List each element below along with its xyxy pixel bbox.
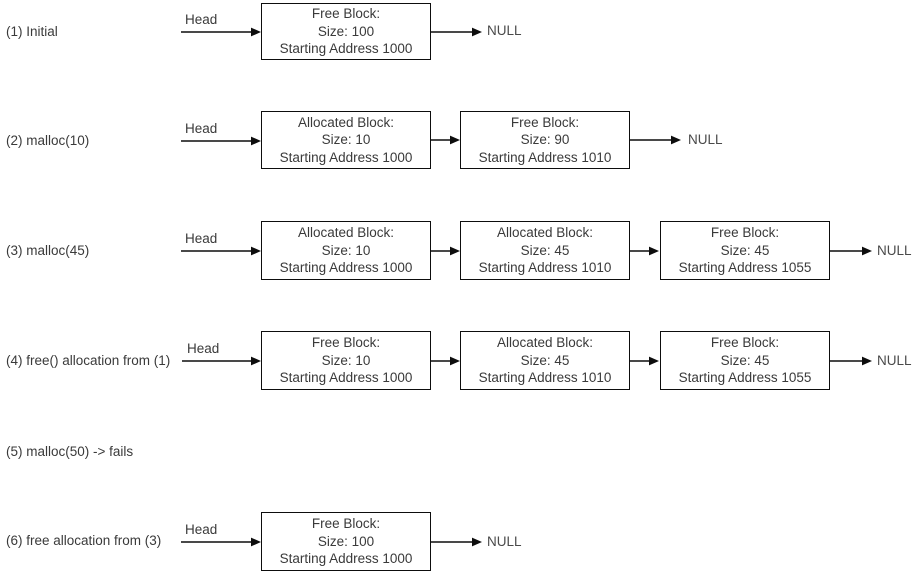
block-4-3: Free Block: Size: 45 Starting Address 10… [660,331,830,390]
block-address: Starting Address 1010 [478,149,612,165]
block-size: Size: 45 [720,352,770,368]
step-label-5: (5) malloc(50) -> fails [6,444,134,459]
block-kind: Allocated Block: [297,225,395,241]
head-label-1: Head [185,12,218,27]
block-link-arrow-4-2 [630,351,660,371]
block-3-1: Allocated Block: Size: 10 Starting Addre… [261,221,431,280]
step-label-2: (2) malloc(10) [6,133,90,148]
block-link-arrow-3-1 [431,241,461,261]
block-kind: Free Block: [311,516,381,532]
block-size: Size: 45 [520,242,570,258]
null-arrow-6 [431,532,491,552]
null-arrow-3 [830,241,880,261]
head-label-4: Head [187,341,220,356]
block-size: Size: 90 [520,132,570,148]
step-label-6: (6) free allocation from (3) [6,533,162,548]
block-1-1: Free Block: Size: 100 Starting Address 1… [261,3,431,60]
null-arrow-1 [431,22,491,42]
block-2-2: Free Block: Size: 90 Starting Address 10… [460,111,630,169]
block-kind: Free Block: [710,225,780,241]
block-link-arrow-4-1 [431,351,461,371]
block-kind: Free Block: [710,335,780,351]
null-label-2: NULL [688,132,723,147]
block-address: Starting Address 1000 [279,41,413,57]
null-label-4: NULL [877,353,912,368]
head-label-2: Head [185,121,218,136]
block-address: Starting Address 1055 [678,370,812,386]
block-address: Starting Address 1000 [279,149,413,165]
head-label-3: Head [185,231,218,246]
block-link-arrow-3-2 [630,241,660,261]
block-size: Size: 10 [321,352,371,368]
block-link-arrow-2-1 [431,130,461,150]
block-kind: Free Block: [510,114,580,130]
block-kind: Allocated Block: [297,114,395,130]
block-address: Starting Address 1000 [279,260,413,276]
null-arrow-4 [830,351,880,371]
null-label-6: NULL [487,534,522,549]
block-size: Size: 10 [321,242,371,258]
block-kind: Allocated Block: [496,225,594,241]
null-arrow-2 [630,130,690,150]
block-size: Size: 100 [317,533,375,549]
block-address: Starting Address 1010 [478,260,612,276]
block-3-2: Allocated Block: Size: 45 Starting Addre… [460,221,630,280]
block-size: Size: 45 [520,352,570,368]
step-label-3: (3) malloc(45) [6,243,90,258]
block-4-2: Allocated Block: Size: 45 Starting Addre… [460,331,630,390]
block-kind: Free Block: [311,335,381,351]
block-address: Starting Address 1055 [678,260,812,276]
step-label-1: (1) Initial [6,24,58,39]
block-size: Size: 45 [720,242,770,258]
block-size: Size: 10 [321,132,371,148]
block-size: Size: 100 [317,23,375,39]
block-3-3: Free Block: Size: 45 Starting Address 10… [660,221,830,280]
block-4-1: Free Block: Size: 10 Starting Address 10… [261,331,431,390]
head-label-6: Head [185,522,218,537]
block-address: Starting Address 1010 [478,370,612,386]
block-2-1: Allocated Block: Size: 10 Starting Addre… [261,111,431,169]
block-address: Starting Address 1000 [279,370,413,386]
null-label-3: NULL [877,243,912,258]
block-address: Starting Address 1000 [279,551,413,567]
block-kind: Free Block: [311,6,381,22]
step-label-4: (4) free() allocation from (1) [6,353,171,368]
null-label-1: NULL [487,23,522,38]
block-6-1: Free Block: Size: 100 Starting Address 1… [261,512,431,571]
block-kind: Allocated Block: [496,335,594,351]
